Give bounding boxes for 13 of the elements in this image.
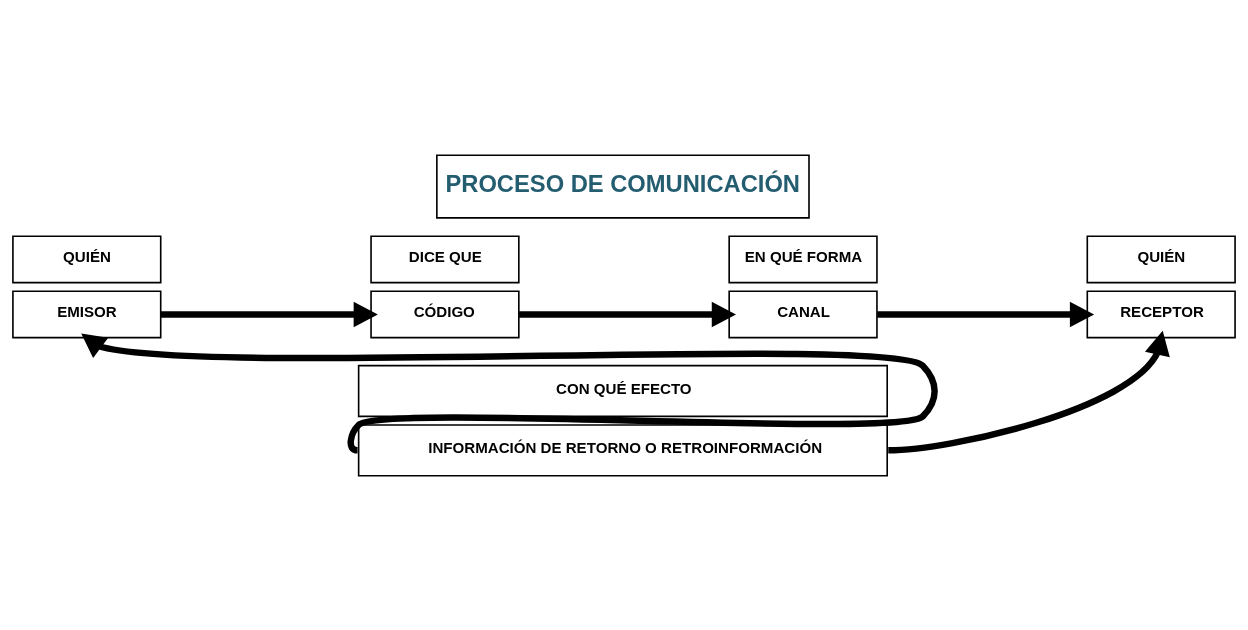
node-box: EMISOR (12, 289, 162, 338)
arrow (160, 301, 378, 327)
node-box: QUIÉN (1086, 234, 1236, 283)
node-box: CÓDIGO (370, 289, 520, 338)
node-box: CON QUÉ EFECTO (357, 364, 888, 417)
node-box: CANAL (728, 289, 878, 338)
node-box: RECEPTOR (1086, 289, 1236, 338)
node-box: PROCESO DE COMUNICACIÓN (436, 154, 810, 219)
node-box: INFORMACIÓN DE RETORNO O RETROINFORMACIÓN (357, 423, 888, 476)
node-box: QUIÉN (12, 234, 162, 283)
node-box: DICE QUE (370, 234, 520, 283)
node-box: EN QUÉ FORMA (728, 234, 878, 283)
arrow (888, 330, 1170, 454)
